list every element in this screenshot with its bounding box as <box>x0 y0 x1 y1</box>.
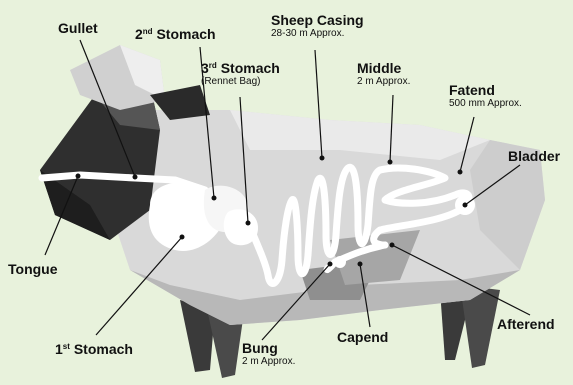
bladder-label: Bladder <box>508 148 560 164</box>
fatend-dot <box>458 170 463 175</box>
first-stomach-label: 1st Stomach <box>55 341 133 357</box>
bung-shape <box>334 256 346 268</box>
afterend-dot <box>390 243 395 248</box>
third-stomach-dot <box>246 221 251 226</box>
gullet-label: Gullet <box>58 20 98 36</box>
second-stomach-dot <box>212 196 217 201</box>
second-stomach-label: 2nd Stomach <box>135 26 216 42</box>
sheep-casing-label: Sheep Casing 28-30 m Approx. <box>271 12 364 40</box>
middle-label: Middle 2 m Approx. <box>357 60 410 88</box>
capend-label: Capend <box>337 329 388 345</box>
afterend-label: Afterend <box>497 316 555 332</box>
bladder-dot <box>463 203 468 208</box>
sheep-casing-dot <box>320 156 325 161</box>
bung-dot <box>328 262 333 267</box>
bung-label: Bung 2 m Approx. <box>242 340 295 368</box>
first-stomach-dot <box>180 235 185 240</box>
tongue-label: Tongue <box>8 261 58 277</box>
middle-dot <box>388 160 393 165</box>
third-stomach-label: 3rd Stomach (Rennet Bag) <box>201 60 280 88</box>
tongue-dot <box>76 174 81 179</box>
capend-dot <box>358 262 363 267</box>
fatend-label: Fatend 500 mm Approx. <box>449 82 522 110</box>
gullet-dot <box>133 175 138 180</box>
